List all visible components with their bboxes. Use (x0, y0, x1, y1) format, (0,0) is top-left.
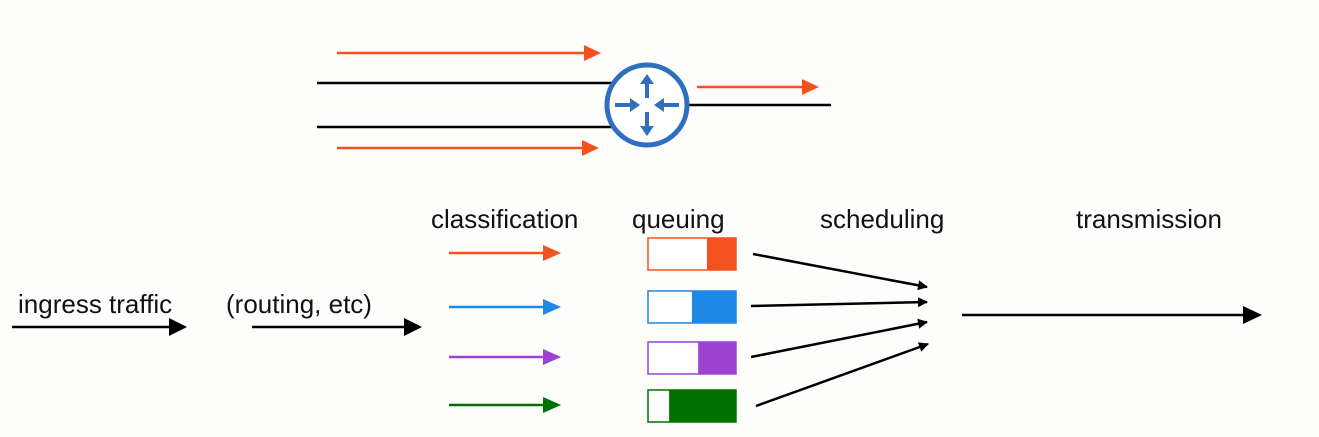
sched-arrow-2 (750, 297, 928, 308)
classification-arrows (449, 245, 561, 413)
classification-label: classification (431, 204, 578, 234)
queue-fill-green (669, 390, 736, 422)
routing-arrowhead (404, 318, 422, 336)
queue-fill-purple (698, 342, 736, 374)
routing-label: (routing, etc) (226, 289, 372, 319)
output-orange-arrowhead (802, 79, 819, 95)
queue-group (647, 237, 737, 423)
pipeline-labels: classification queuing scheduling transm… (18, 204, 1222, 319)
queue-fill-blue (692, 291, 736, 323)
transmission-arrowhead (1243, 306, 1262, 324)
class-arrowhead-green (543, 397, 561, 413)
ingress-traffic-label: ingress traffic (18, 289, 172, 319)
class-arrowhead-blue (543, 299, 561, 315)
class-arrowhead-orange (543, 245, 561, 261)
top-orange-arrowhead-lower (582, 140, 599, 156)
queuing-label: queuing (632, 204, 725, 234)
sched-arrow-1 (752, 252, 928, 291)
sched-arrow-4 (755, 342, 929, 408)
scheduling-label: scheduling (820, 204, 944, 234)
sched-arrow-3 (750, 318, 928, 359)
router-icon (604, 62, 690, 148)
ingress-arrowhead (169, 318, 187, 336)
queue-fill-orange (706, 238, 736, 270)
top-orange-arrowhead-upper (584, 45, 601, 61)
router-section (317, 45, 831, 156)
class-arrowhead-purple (543, 349, 561, 365)
scheduling-arrows (750, 252, 929, 408)
transmission-label: transmission (1076, 204, 1222, 234)
